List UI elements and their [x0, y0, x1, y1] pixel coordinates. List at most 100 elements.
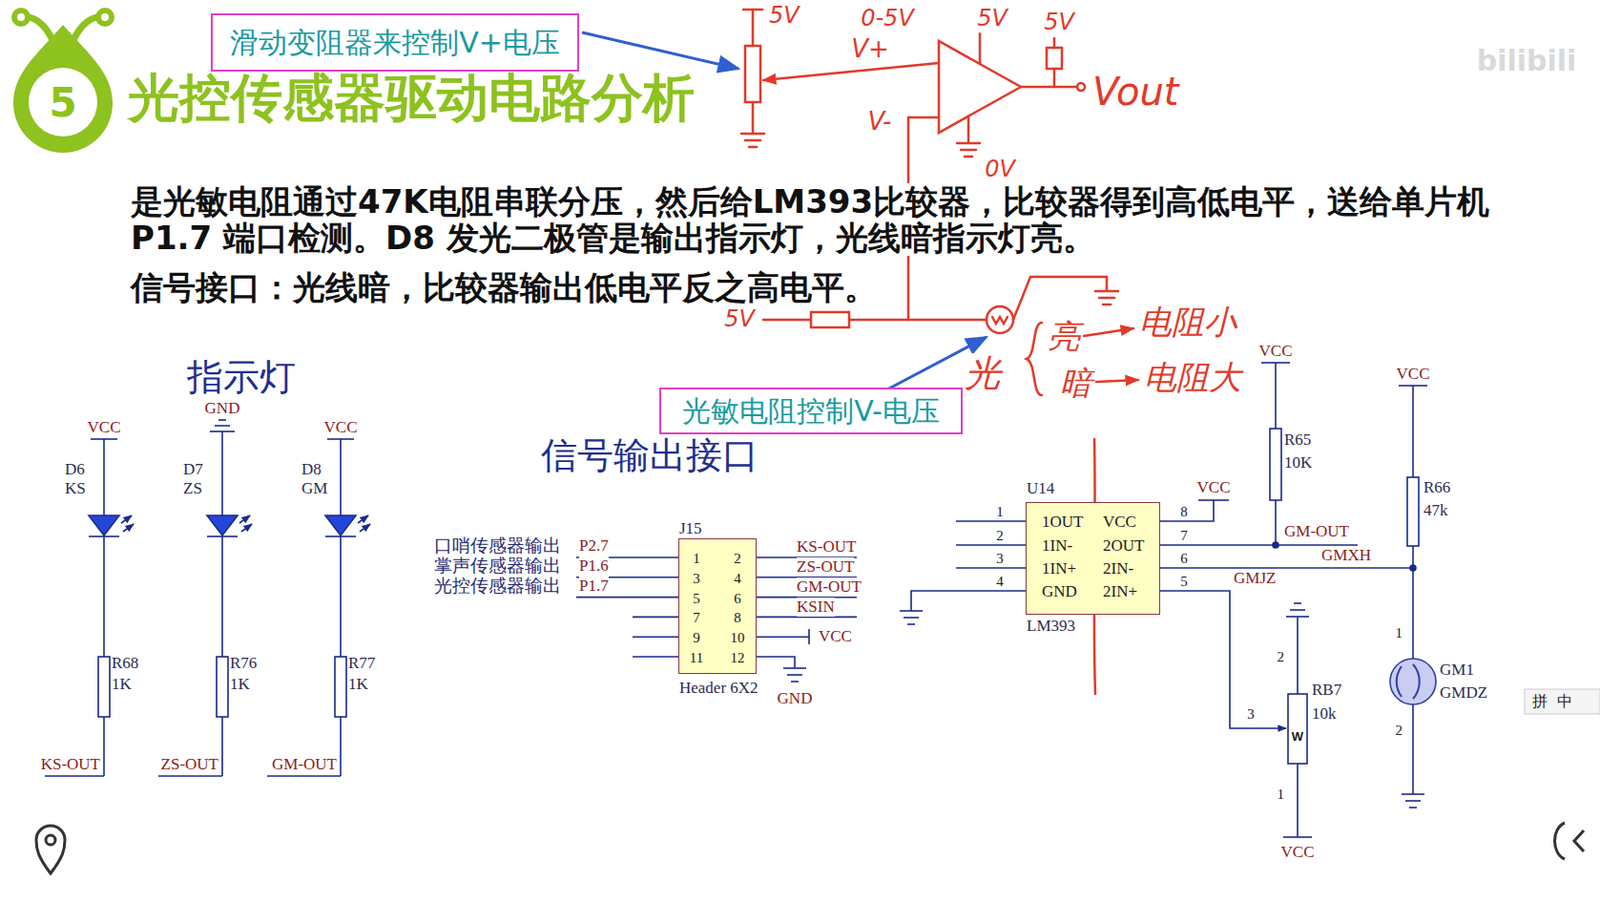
logo-badge: 5	[28, 67, 98, 137]
pin-name: 1IN+	[1041, 559, 1077, 579]
part-label: ZS	[183, 478, 203, 499]
wire	[339, 536, 342, 657]
part-label: RB7	[1311, 680, 1342, 700]
ground-symbol	[960, 148, 977, 152]
pin-number: 10	[730, 629, 746, 646]
part-label: J15	[679, 519, 703, 539]
handwritten-note: 电阻小	[1139, 303, 1237, 341]
net-label: KS-OUT	[41, 754, 101, 774]
sketch-wire	[967, 116, 971, 144]
part-label: Header 6X2	[679, 678, 759, 698]
handwritten-note: 暗	[1059, 364, 1093, 402]
potentiometer-symbol	[1288, 693, 1308, 764]
wire	[1160, 499, 1214, 521]
ground-symbol	[903, 616, 919, 619]
pin-number: 4	[996, 573, 1004, 590]
logo-sprout	[101, 13, 109, 21]
ground-symbol	[1293, 602, 1302, 604]
callout-text: 光敏电阻控制V-电压	[682, 391, 940, 431]
wire	[1160, 566, 1413, 569]
photoresistor-symbol	[1390, 658, 1436, 705]
handwritten-note: 亮	[1047, 317, 1081, 355]
wire	[1274, 499, 1277, 545]
supply-bar	[1198, 498, 1229, 501]
ground-symbol	[218, 418, 227, 421]
pin-number: 1	[1395, 624, 1404, 642]
brace	[1026, 322, 1042, 395]
section-heading: 指示灯	[187, 356, 296, 399]
net-label: P1.7	[579, 576, 609, 596]
description-text: 是光敏电阻通过47K电阻串联分压，然后给LM393比较器，比较器得到高低电平，送…	[130, 183, 1524, 256]
pin-number: 1	[1277, 786, 1286, 803]
callout-text: 滑动变阻器来控制V+电压	[229, 22, 561, 63]
pin-number: 2	[996, 527, 1004, 544]
led-symbol	[207, 515, 238, 536]
pin-number: 6	[1180, 550, 1188, 567]
net-label: GM-OUT	[796, 577, 862, 597]
handwritten-note: 5V	[1043, 9, 1075, 37]
pin-number: 6	[733, 589, 742, 606]
pin-number: 7	[692, 609, 701, 626]
handwritten-note: V+	[851, 35, 890, 64]
handwritten-note: 电阻大	[1143, 358, 1242, 396]
pin-number: 8	[1180, 503, 1188, 520]
wire	[44, 774, 104, 777]
back-icon	[1555, 822, 1585, 859]
resistor-symbol	[216, 656, 229, 717]
wire	[103, 536, 105, 657]
watermark: bilibili	[1476, 44, 1578, 79]
wire	[1412, 704, 1414, 794]
net-label: P1.6	[579, 556, 609, 576]
back-icon	[1555, 822, 1566, 859]
net-label: VCC	[1396, 364, 1431, 384]
ground-symbol	[741, 132, 765, 136]
wire	[1412, 545, 1414, 659]
handwritten-note: 光	[964, 353, 1001, 395]
ground-symbol	[1095, 290, 1119, 293]
wire	[103, 438, 105, 516]
net-label: GM-OUT	[271, 754, 337, 774]
ground-symbol	[956, 142, 980, 146]
ground-symbol	[783, 666, 807, 669]
handwritten-note: 5V	[724, 306, 755, 333]
page-title: 光控传感器驱动电路分析	[127, 63, 695, 134]
pin-number: 4	[733, 569, 742, 586]
net-label: VCC	[1197, 477, 1231, 498]
handwritten-note: 5V	[976, 5, 1008, 33]
light-arrow	[239, 515, 250, 523]
ground-symbol	[1102, 303, 1111, 307]
light-arrow	[357, 515, 369, 523]
pin-number: 1	[996, 503, 1004, 520]
part-label: 1K	[111, 674, 132, 694]
pin-number: 1	[692, 550, 701, 567]
led-circuit	[44, 419, 371, 776]
signal-description: 光控传感器输出	[434, 573, 562, 599]
ground-symbol	[1409, 806, 1417, 809]
part-label: R68	[111, 653, 139, 673]
photoresistor-symbol	[986, 306, 1014, 333]
wire	[1274, 362, 1277, 429]
toolbar-glyph: 中	[1557, 692, 1573, 710]
handwritten-note: V-	[868, 107, 893, 137]
net-label: VCC	[818, 626, 852, 646]
ground-symbol	[748, 145, 757, 149]
supply-bar	[1283, 835, 1312, 838]
sketch-wire	[763, 318, 811, 322]
pin-number: 3	[1246, 706, 1255, 723]
wire	[221, 716, 224, 776]
part-label: D8	[301, 459, 322, 479]
net-label: KS-OUT	[796, 537, 856, 557]
section-heading: 信号输出接口	[540, 435, 759, 478]
wire	[1296, 616, 1299, 694]
net-label: GND	[777, 688, 813, 708]
pin-mark: W	[1291, 729, 1304, 745]
wire	[756, 635, 810, 638]
part-label: 10k	[1311, 704, 1337, 724]
wire	[632, 635, 679, 638]
description-text: 信号接口：光线暗，比较器输出低电平反之高电平。	[130, 269, 877, 307]
wire	[158, 774, 223, 777]
wire	[339, 438, 342, 516]
part-label: D6	[64, 459, 85, 479]
